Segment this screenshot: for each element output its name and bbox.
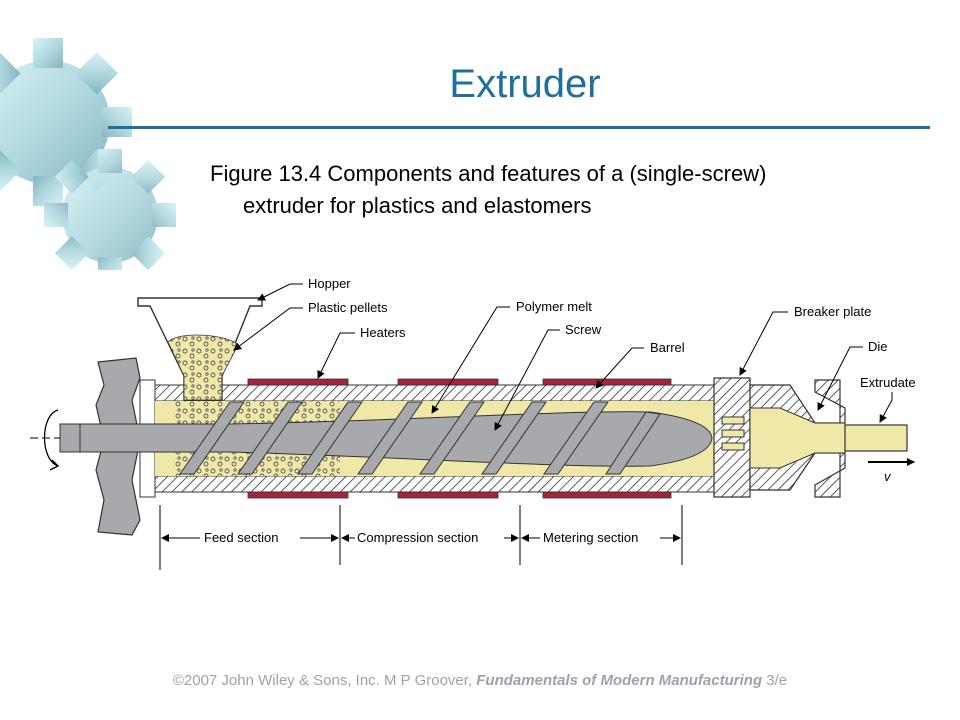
gear-decoration — [0, 38, 176, 270]
leader-lines — [233, 283, 893, 431]
label-feed-section: Feed section — [204, 530, 278, 545]
label-die: Die — [868, 339, 888, 354]
heaters — [247, 378, 672, 499]
label-extrudate: Extrudate — [860, 375, 916, 390]
label-metering-section: Metering section — [543, 530, 638, 545]
gear-icon — [0, 38, 132, 206]
label-plastic-pellets: Plastic pellets — [308, 300, 388, 315]
copyright-footer: ©2007 John Wiley & Sons, Inc. M P Groove… — [0, 672, 960, 689]
extrudate — [844, 424, 908, 452]
footer-copyright: ©2007 John Wiley & Sons, Inc. M P Groove… — [172, 672, 477, 689]
label-compression-section: Compression section — [357, 530, 478, 545]
figure-caption-line-1: Figure 13.4 Components and features of a… — [210, 161, 767, 186]
footer-edition: 3/e — [762, 672, 788, 689]
label-breaker-plate: Breaker plate — [794, 304, 871, 319]
title-divider — [108, 126, 930, 129]
barrel-top-wall — [154, 384, 721, 402]
figure-caption-line-2: extruder for plastics and elastomers — [243, 193, 592, 218]
label-velocity: v — [884, 469, 892, 484]
label-polymer-melt: Polymer melt — [516, 299, 592, 314]
screw-flights — [179, 401, 661, 475]
rotation-arrow-icon — [43, 409, 59, 467]
slide-title: Extruder — [449, 62, 601, 106]
hopper-pellets — [167, 334, 239, 401]
barrel-bottom-wall — [154, 475, 721, 493]
label-barrel: Barrel — [650, 340, 685, 355]
footer-book-title: Fundamentals of Modern Manufacturing — [476, 672, 763, 689]
label-hopper: Hopper — [308, 276, 351, 291]
section-markers — [159, 505, 683, 570]
label-heaters: Heaters — [360, 325, 406, 340]
label-screw: Screw — [565, 322, 602, 337]
